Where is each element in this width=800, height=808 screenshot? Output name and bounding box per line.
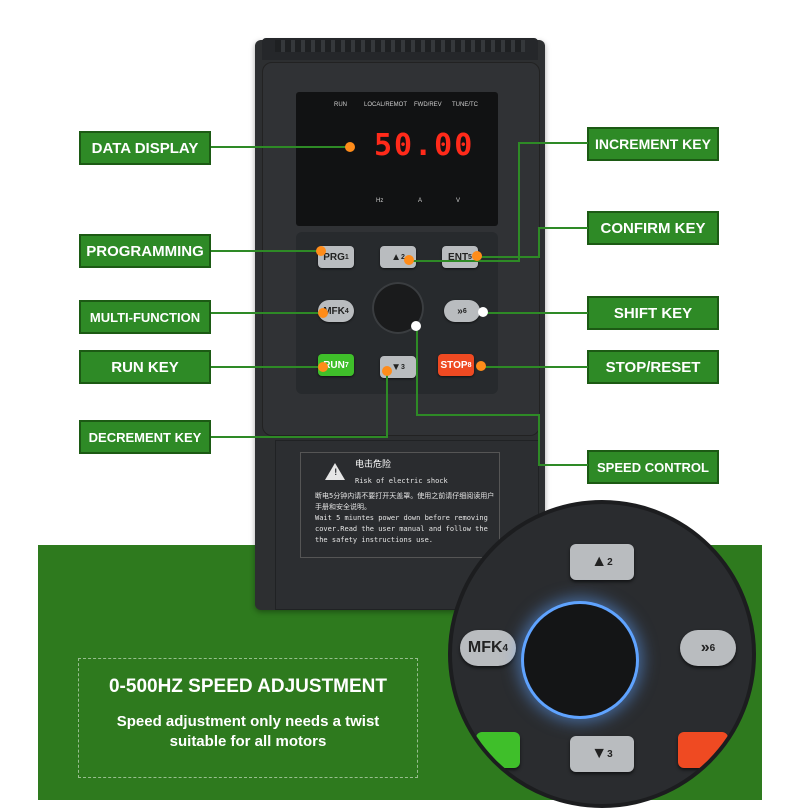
promo-title: 0-500HZ SPEED ADJUSTMENT xyxy=(108,676,388,697)
callout-speed-control: SPEED CONTROL xyxy=(587,450,719,484)
cooling-fins xyxy=(275,40,525,52)
callout-programming: PROGRAMMING xyxy=(79,234,211,268)
run-key-label: RUN xyxy=(323,359,345,371)
zoom-mfk-number: 4 xyxy=(502,642,509,654)
zoom-increment-key: ▲2 xyxy=(570,544,634,580)
callout-line xyxy=(410,260,520,262)
shift-key[interactable]: »6 xyxy=(444,300,480,322)
callout-data-display: DATA DISPLAY xyxy=(79,131,211,165)
callout-dot xyxy=(382,366,392,376)
zoom-stop-key xyxy=(678,732,728,768)
callout-run-key: RUN KEY xyxy=(79,350,211,384)
warning-body: 断电5分钟内请不要打开天盖罩。使用之前请仔细阅读用户手册和安全说明。 Wait … xyxy=(315,491,495,546)
warning-body-en: Wait 5 miuntes power down before removin… xyxy=(315,514,488,544)
warning-body-cn: 断电5分钟内请不要打开天盖罩。使用之前请仔细阅读用户手册和安全说明。 xyxy=(315,492,495,511)
callout-line xyxy=(538,414,540,466)
led-display: RUN LOCAL/REMOT FWD/REV TUNE/TC 50.00 Hz… xyxy=(296,92,498,226)
callout-line xyxy=(211,146,347,148)
callout-line xyxy=(482,366,588,368)
prg-key-label: PRG xyxy=(323,251,345,263)
warning-icon xyxy=(325,463,345,480)
indicator-local-remote: LOCAL/REMOT xyxy=(364,102,408,108)
down-arrow-icon: ▼ xyxy=(591,745,608,762)
zoom-run-key xyxy=(476,732,520,768)
callout-decrement-key: DECREMENT KEY xyxy=(79,420,211,454)
ent-key-label: ENT xyxy=(448,251,469,263)
callout-dot xyxy=(478,307,488,317)
zoom-shift-number: 6 xyxy=(709,642,716,654)
callout-line xyxy=(211,312,321,314)
up-arrow-icon: ▲ xyxy=(391,251,401,263)
callout-dot xyxy=(476,361,486,371)
mfk-key-number: 4 xyxy=(344,307,349,315)
up-arrow-icon: ▲ xyxy=(591,553,608,570)
callout-dot xyxy=(318,308,328,318)
promo-frame xyxy=(78,658,418,778)
mfk-key-label: MFK xyxy=(323,305,345,317)
callout-increment-key: INCREMENT KEY xyxy=(587,127,719,161)
zoom-decrement-number: 3 xyxy=(607,748,613,760)
callout-line xyxy=(538,227,588,229)
unit-v: V xyxy=(456,198,461,204)
zoom-shift-key: »6 xyxy=(680,630,736,666)
shift-key-label: » xyxy=(457,305,463,317)
prg-key-number: 1 xyxy=(344,253,349,261)
stop-key-number: 8 xyxy=(467,361,472,369)
indicator-run: RUN xyxy=(334,102,347,108)
zoom-speed-knob xyxy=(524,604,636,716)
shift-key-number: 6 xyxy=(462,307,467,315)
warning-title-en: Risk of electric shock xyxy=(355,477,448,485)
promo-line-1: Speed adjustment only needs a twist xyxy=(116,713,380,730)
indicator-fwd-rev: FWD/REV xyxy=(414,102,442,108)
increment-key-number: 2 xyxy=(401,253,405,261)
down-arrow-icon: ▼ xyxy=(391,361,401,373)
callout-confirm-key: CONFIRM KEY xyxy=(587,211,719,245)
indicator-tune-tc: TUNE/TC xyxy=(452,102,478,108)
run-key-number: 7 xyxy=(344,361,349,369)
warning-label: ! 电击危险 Risk of electric shock 断电5分钟内请不要打… xyxy=(300,452,500,558)
stop-key-label: STOP xyxy=(440,359,468,371)
callout-line xyxy=(484,312,588,314)
unit-hz: Hz xyxy=(376,198,384,204)
callout-line xyxy=(518,142,520,262)
callout-line xyxy=(416,326,418,416)
zoom-shift-label: » xyxy=(700,639,710,656)
warning-exclamation-icon: ! xyxy=(333,468,339,478)
callout-line xyxy=(211,436,387,438)
zoom-decrement-key: ▼3 xyxy=(570,736,634,772)
callout-dot xyxy=(404,255,414,265)
callout-dot xyxy=(472,251,482,261)
callout-line xyxy=(211,250,319,252)
callout-line xyxy=(211,366,321,368)
unit-a: A xyxy=(418,198,423,204)
callout-line xyxy=(478,256,540,258)
callout-dot xyxy=(316,246,326,256)
callout-dot xyxy=(318,362,328,372)
zoom-increment-number: 2 xyxy=(607,556,613,568)
callout-multi-function: MULTI-FUNCTION xyxy=(79,300,211,334)
callout-line xyxy=(538,227,540,257)
callout-line xyxy=(538,464,588,466)
warning-title-cn: 电击危险 xyxy=(355,460,392,470)
callout-line xyxy=(386,372,388,438)
frequency-readout: 50.00 xyxy=(374,128,475,163)
zoom-mfk-label: MFK xyxy=(467,639,503,656)
callout-shift-key: SHIFT KEY xyxy=(587,296,719,330)
ent-key-number: 5 xyxy=(468,253,472,261)
callout-line xyxy=(416,414,540,416)
decrement-key-number: 3 xyxy=(401,363,405,371)
promo-line-2: suitable for all motors xyxy=(169,733,327,750)
callout-line xyxy=(518,142,588,144)
promo-subtitle: Speed adjustment only needs a twist suit… xyxy=(78,712,418,752)
callout-dot xyxy=(345,142,355,152)
callout-dot xyxy=(411,321,421,331)
callout-stop-reset: STOP/RESET xyxy=(587,350,719,384)
